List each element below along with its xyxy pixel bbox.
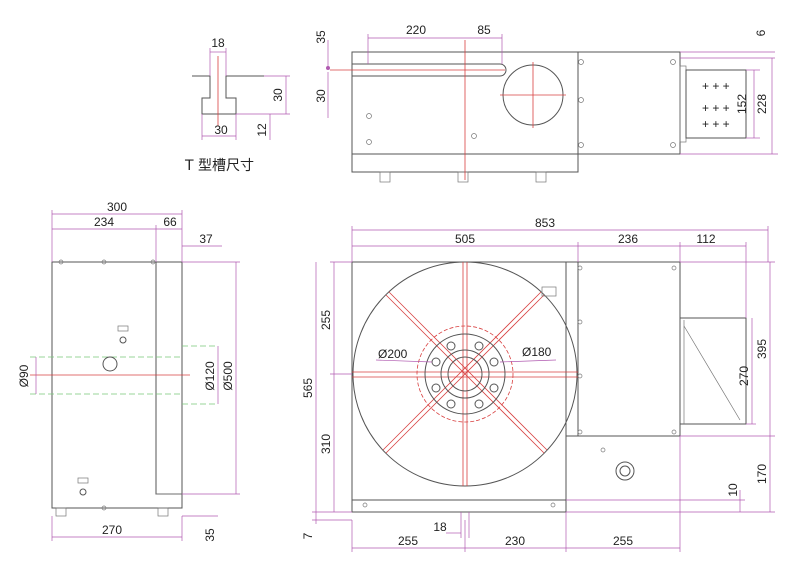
front-motor-shaft bbox=[615, 461, 635, 481]
front-dim-10: 10 bbox=[726, 483, 740, 497]
front-dim-112: 112 bbox=[696, 232, 715, 246]
front-center-bore bbox=[440, 349, 490, 399]
front-dim-853: 853 bbox=[535, 216, 555, 230]
top-dim-35: 35 bbox=[314, 30, 328, 44]
front-dim-395: 395 bbox=[755, 339, 769, 359]
front-body-outline bbox=[351, 261, 681, 513]
front-dim-255-bottom-2: 255 bbox=[613, 534, 633, 548]
front-dim-200: Ø200 bbox=[378, 347, 408, 361]
left-dim-120: Ø120 bbox=[203, 361, 217, 391]
tslot-detail: 18 30 30 12 T 型槽尺寸 bbox=[184, 36, 290, 174]
left-dim-234: 234 bbox=[94, 215, 114, 229]
top-dim-30: 30 bbox=[314, 89, 328, 103]
top-view: + + + + + + + + + 35 220 85 6 30 152 228 bbox=[314, 23, 778, 183]
svg-text:+ + +: + + + bbox=[702, 101, 730, 115]
top-dim-6: 6 bbox=[754, 29, 768, 36]
top-dim-228: 228 bbox=[755, 94, 769, 114]
top-dim-152: 152 bbox=[735, 94, 749, 114]
tslot-dim-12: 12 bbox=[255, 123, 269, 137]
left-view: 300 234 66 37 Ø90 Ø120 Ø500 270 35 bbox=[17, 200, 240, 542]
tslot-profile bbox=[192, 75, 264, 115]
tslot-caption: T 型槽尺寸 bbox=[184, 158, 254, 174]
tslot-dim-30-width: 30 bbox=[214, 123, 228, 137]
front-dim-180: Ø180 bbox=[522, 345, 552, 359]
front-dim-230: 230 bbox=[505, 534, 525, 548]
front-dim-505: 505 bbox=[455, 232, 475, 246]
left-dim-270: 270 bbox=[102, 523, 122, 537]
front-dim-255-bottom-1: 255 bbox=[398, 534, 418, 548]
left-dim-300: 300 bbox=[107, 200, 127, 214]
front-dim-270: 270 bbox=[737, 366, 751, 386]
top-dim-85: 85 bbox=[477, 23, 491, 37]
front-bolt-holes bbox=[431, 341, 499, 409]
left-table-plate bbox=[155, 261, 183, 495]
left-shaft-hole bbox=[102, 356, 118, 372]
left-dim-90: Ø90 bbox=[17, 364, 31, 387]
left-dim-500: Ø500 bbox=[221, 361, 235, 391]
left-dim-37: 37 bbox=[199, 232, 213, 246]
front-dim-170: 170 bbox=[755, 464, 769, 484]
front-view: 853 505 236 112 255 565 310 Ø200 Ø180 3 bbox=[301, 216, 775, 552]
top-tslot-outline bbox=[352, 63, 507, 77]
front-tslots bbox=[352, 262, 578, 486]
svg-text:+ + +: + + + bbox=[702, 117, 730, 131]
top-motor-box bbox=[577, 51, 681, 155]
tslot-dim-30-height: 30 bbox=[271, 88, 285, 102]
left-dim-35: 35 bbox=[203, 528, 217, 542]
front-connector-housing bbox=[680, 317, 747, 425]
tslot-dim-18: 18 bbox=[211, 36, 225, 50]
left-body bbox=[51, 261, 183, 509]
front-table-circle bbox=[352, 261, 578, 487]
front-dim-18: 18 bbox=[433, 520, 447, 534]
front-dim-565: 565 bbox=[301, 378, 315, 398]
front-dim-236: 236 bbox=[618, 232, 638, 246]
svg-text:+ + +: + + + bbox=[702, 79, 730, 93]
top-connector-box bbox=[685, 69, 747, 139]
top-dim-220: 220 bbox=[406, 23, 426, 37]
front-dim-7: 7 bbox=[301, 532, 315, 539]
left-dim-66: 66 bbox=[163, 215, 177, 229]
front-dim-310: 310 bbox=[319, 434, 333, 454]
front-dim-255-left: 255 bbox=[319, 310, 333, 330]
